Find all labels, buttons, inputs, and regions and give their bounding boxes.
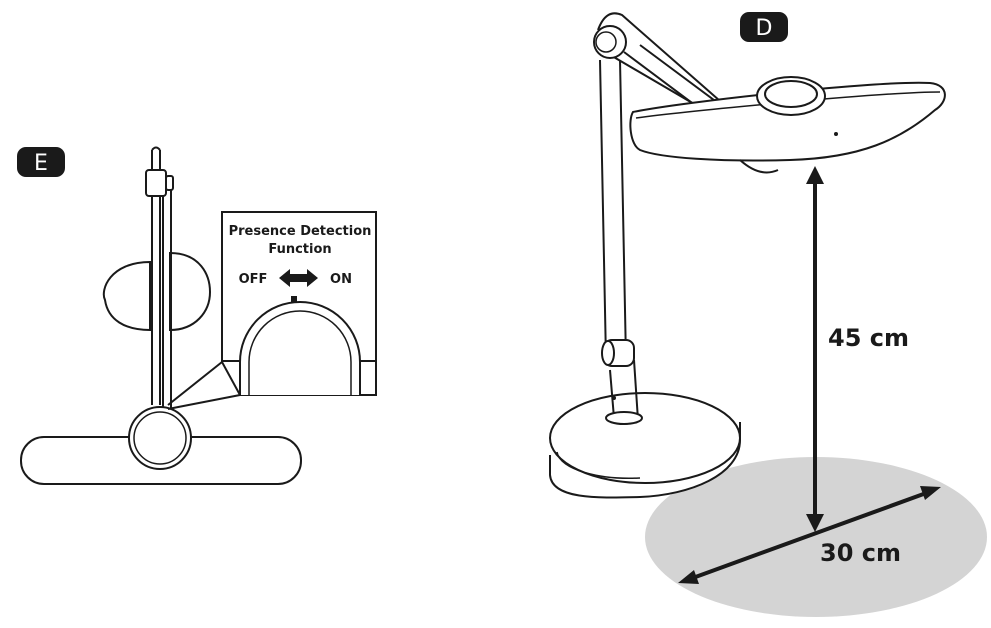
callout-leader-lines	[167, 361, 241, 410]
lamp-arm-vertical	[145, 146, 174, 410]
zoomed-dial	[239, 301, 361, 395]
lamp-stem	[599, 59, 643, 425]
badge-d: D	[740, 12, 788, 42]
diameter-dimension-arrow	[678, 486, 941, 584]
panel-d: D	[549, 12, 987, 617]
badge-e-text: E	[34, 151, 48, 176]
light-footprint-ellipse	[645, 457, 987, 617]
double-arrow-icon	[279, 269, 318, 287]
lamp-head-behind	[102, 251, 212, 332]
badge-e: E	[17, 147, 65, 177]
lamp-base	[549, 392, 741, 499]
lamp-head	[629, 76, 946, 174]
diameter-label: 30 cm	[820, 539, 901, 567]
callout-title-line1: Presence Detection	[229, 224, 372, 239]
switch-off-label: OFF	[239, 272, 268, 287]
switch-marker	[291, 296, 297, 303]
panel-e: E Presence Detection	[17, 146, 377, 485]
height-label: 45 cm	[828, 324, 909, 352]
badge-d-text: D	[756, 16, 773, 41]
presence-switch-dial	[128, 406, 192, 470]
callout-box: Presence Detection Function OFF ON	[221, 211, 377, 396]
callout-title-line2: Function	[268, 242, 331, 257]
switch-on-label: ON	[330, 272, 352, 287]
height-dimension-arrow	[806, 166, 824, 532]
